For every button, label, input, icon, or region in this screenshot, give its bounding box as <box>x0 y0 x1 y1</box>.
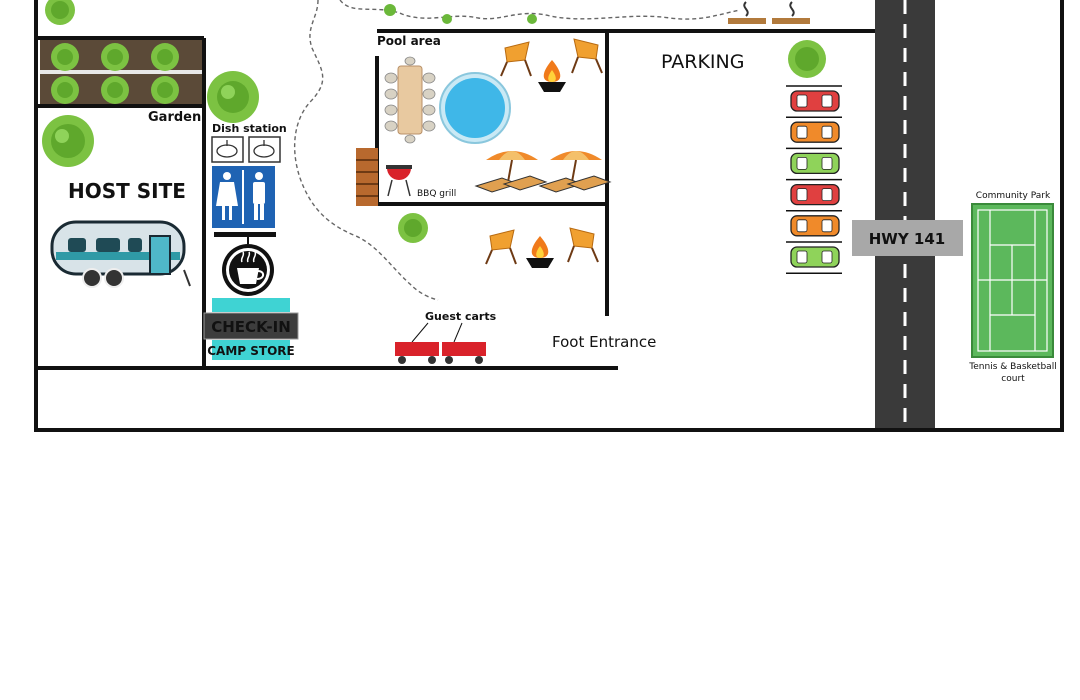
check-in-label: CHECK-IN <box>211 318 291 336</box>
camp-store-label: CAMP STORE <box>207 344 294 358</box>
parked-car-icon <box>786 178 842 206</box>
foot-entrance-label: Foot Entrance <box>552 333 656 351</box>
wagon-icon <box>395 342 439 364</box>
camper-trailer-icon <box>50 220 191 288</box>
walking-trail <box>294 0 439 301</box>
camp-chair-icon <box>571 38 603 74</box>
bench-icon <box>728 1 766 24</box>
guest-carts-pointer <box>453 322 463 343</box>
plant-icon <box>51 43 79 71</box>
tree-icon <box>207 71 259 123</box>
parked-car-icon <box>786 85 842 112</box>
plant-icon <box>151 43 179 71</box>
highway-sign <box>852 220 963 256</box>
bbq-grill-icon <box>386 165 412 197</box>
fire-pit-icon <box>538 60 566 92</box>
parked-car-icon <box>786 147 842 175</box>
property-boundary <box>34 0 1064 432</box>
guest-carts-label: Guest carts <box>425 310 497 323</box>
tree-icon <box>442 14 452 24</box>
beach-umbrella-lounger-icon <box>538 151 612 193</box>
camp-chair-icon <box>485 229 517 265</box>
tree-icon <box>527 14 537 24</box>
garden-label: Garden <box>148 110 201 125</box>
community-park-label: Community Park <box>976 191 1051 201</box>
bbq-grill-label: BBQ grill <box>417 189 456 199</box>
court-label-line1: Tennis & Basketball <box>968 362 1056 372</box>
camp-chair-icon <box>500 41 532 77</box>
fire-pit-icon <box>526 236 554 268</box>
dish-station-label: Dish station <box>212 122 287 135</box>
garden-beds <box>40 40 202 104</box>
sink-icon <box>248 136 281 163</box>
plant-icon <box>101 43 129 71</box>
guest-carts-pointer <box>411 322 429 343</box>
restroom-sign-icon <box>212 166 275 228</box>
plant-icon <box>101 76 129 104</box>
tree-icon <box>42 115 94 167</box>
plant-icon <box>51 76 79 104</box>
tennis-basketball-court <box>971 203 1054 358</box>
plant-icon <box>151 76 179 104</box>
highway-road <box>875 0 935 428</box>
parked-car-icon <box>786 210 842 237</box>
interior-walls <box>36 29 875 370</box>
bench-icon <box>772 1 810 24</box>
pool-area-label: Pool area <box>377 34 441 48</box>
tree-icon <box>384 4 396 16</box>
highway-label: HWY 141 <box>869 230 946 248</box>
parked-car-icon <box>786 116 842 143</box>
check-in-sign: CHECK-IN <box>203 298 299 340</box>
court-label-line2: court <box>1001 374 1025 384</box>
walking-trail-north <box>339 0 741 20</box>
parked-car-icon <box>786 241 842 268</box>
parking-label: PARKING <box>661 51 744 73</box>
wagon-icon <box>442 342 486 364</box>
dining-table-icon <box>384 56 436 144</box>
tree-icon <box>45 0 75 25</box>
camp-store-banner <box>212 340 290 360</box>
tree-icon <box>398 213 428 243</box>
tree-icon <box>788 40 826 78</box>
camp-chair-icon <box>567 227 599 263</box>
sink-icon <box>211 136 244 163</box>
coffee-cup-sign-icon <box>214 232 276 296</box>
swimming-pool-icon <box>439 72 511 144</box>
beach-umbrella-lounger-icon <box>474 151 548 193</box>
host-site-label: HOST SITE <box>68 179 186 203</box>
firewood-stack-icon <box>356 148 378 206</box>
